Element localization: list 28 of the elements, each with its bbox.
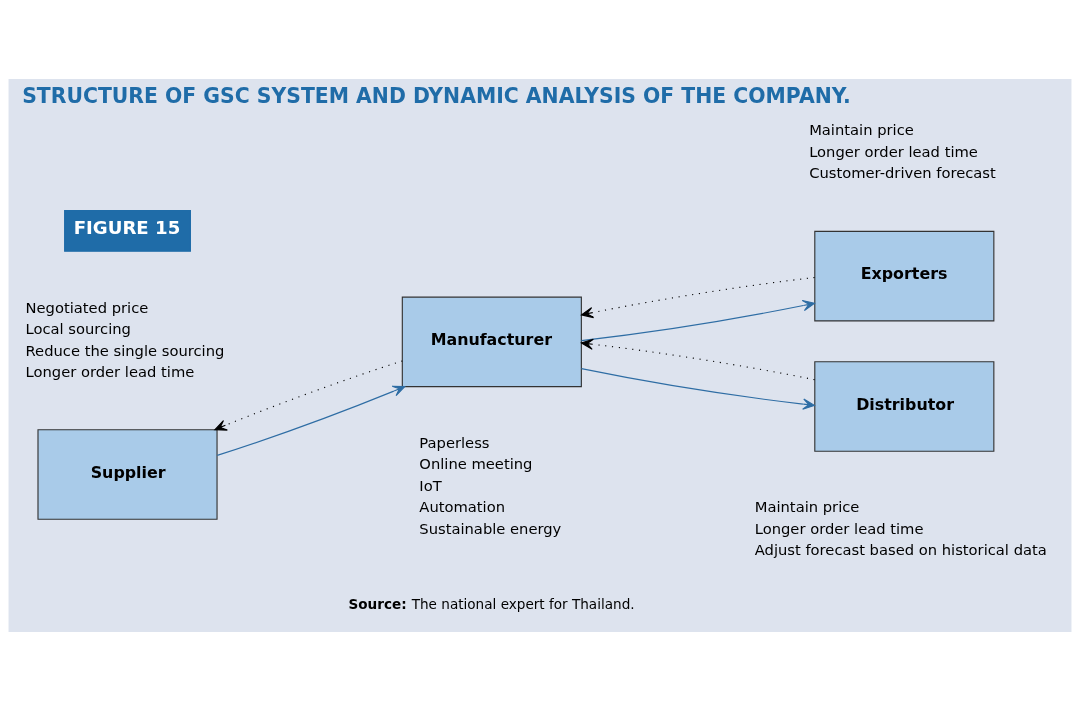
node-label: IoT [419, 476, 442, 494]
arrow [214, 360, 403, 431]
node-box: Supplier [37, 429, 218, 520]
node-box: Exporters [814, 230, 995, 322]
arrow [580, 276, 816, 319]
label: Maintain price [809, 120, 914, 138]
arrow [580, 368, 816, 410]
label: Negotiated price [25, 298, 149, 316]
arrow [216, 385, 406, 456]
arrow [580, 299, 816, 342]
node-label: Online meeting [419, 455, 533, 473]
node-box: Manufacturer [401, 296, 582, 388]
label: Adjust forecast based on historical data [754, 541, 1047, 559]
node-box: Distributor [814, 361, 995, 452]
label: Maintain price [754, 498, 860, 516]
label: Longer order lead time [754, 519, 924, 537]
label: Local sourcing [25, 320, 131, 338]
node-label: Paperless [419, 433, 490, 451]
node-label: Sustainable energy [419, 519, 562, 537]
arrow [580, 338, 816, 381]
label: Customer-driven forecast [809, 164, 996, 182]
diagram-title: STRUCTURE OF GSC SYSTEM AND DYNAMIC ANALYSIS OF THE COMPANY. [22, 84, 851, 109]
label: Longer order lead time [809, 142, 978, 160]
node-label: Automation [419, 498, 506, 516]
label: Longer order lead time [25, 363, 195, 381]
label: Reduce the single sourcing [25, 341, 225, 359]
caption: Source: The national expert for Thailand. [348, 596, 635, 613]
label: FIGURE 15 [73, 217, 181, 239]
